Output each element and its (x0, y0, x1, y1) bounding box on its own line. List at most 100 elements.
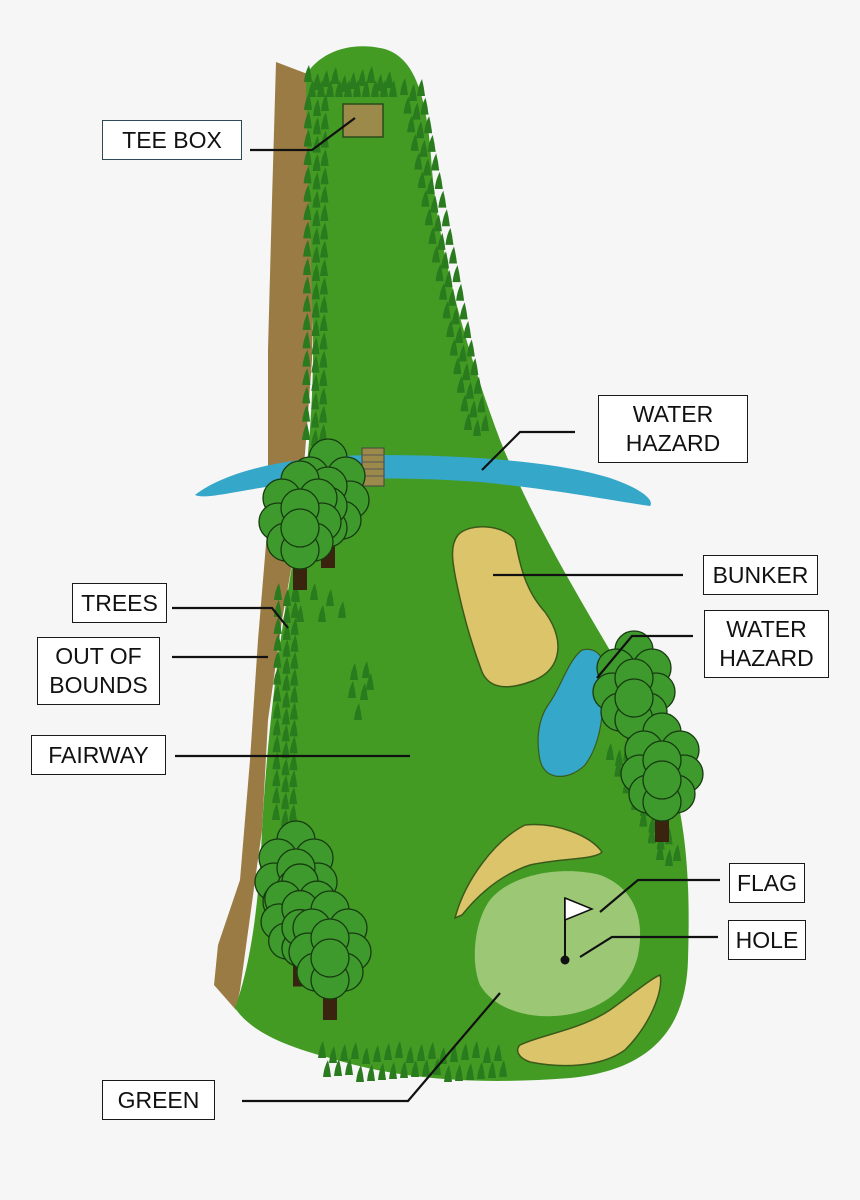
tree-tuft (302, 368, 311, 385)
tree-tuft (445, 227, 454, 245)
tree-tuft (272, 752, 281, 770)
tree-tuft (466, 339, 475, 357)
tree-tuft (428, 226, 437, 244)
tree-tuft (304, 93, 312, 110)
tree-tuft (453, 357, 462, 375)
tree-tuft (351, 1042, 359, 1059)
tree-tuft (289, 770, 298, 788)
tree-tuft (303, 203, 312, 220)
tree-tuft (303, 184, 312, 202)
tree-tuft (273, 650, 282, 668)
tree-tuft (323, 1060, 331, 1077)
tree-tuft (274, 583, 282, 600)
tree-tuft (406, 1046, 414, 1063)
tree-tuft (322, 70, 330, 87)
tree-tuft (289, 804, 297, 821)
tree-tuft (312, 264, 320, 281)
large-tree (620, 712, 704, 842)
tree-tuft (272, 735, 281, 753)
tree-tuft (481, 414, 489, 431)
tree-tuft (289, 736, 298, 754)
tree-tuft (455, 1064, 463, 1081)
tree-tuft (385, 71, 393, 88)
tree-tuft (312, 190, 321, 208)
tree-tuft (282, 656, 291, 674)
tree-tuft (466, 1063, 474, 1080)
tree-tuft (424, 116, 433, 134)
tree-tuft (281, 707, 290, 725)
tree-tuft (460, 394, 469, 412)
label-tee-box: TEE BOX (102, 120, 242, 160)
tree-tuft (400, 1061, 408, 1078)
tree-tuft (450, 1045, 458, 1062)
tree-tuft (272, 769, 281, 787)
tree-tuft (465, 381, 474, 399)
tree-tuft (282, 690, 291, 708)
tree-tuft (422, 1059, 430, 1076)
tree-tuft (452, 265, 461, 283)
tree-tuft (319, 277, 328, 295)
large-tree (288, 890, 372, 1020)
tree-tuft (424, 208, 433, 226)
tree-tuft (441, 251, 449, 269)
tree-tuft (319, 424, 327, 441)
hole-cup (560, 955, 570, 965)
bunker-upper (453, 823, 603, 920)
tree-tuft (499, 1060, 507, 1077)
tree-tuft (317, 80, 325, 97)
tree-tuft (470, 358, 479, 376)
tree-tuft (444, 1065, 452, 1082)
tree-tuft (281, 809, 289, 826)
tree-tuft (319, 314, 328, 331)
label-green: GREEN (102, 1080, 215, 1120)
tree-tuft (319, 405, 328, 423)
tree-tuft (303, 239, 312, 257)
tree-tuft (303, 148, 312, 165)
tree-tuft (614, 759, 623, 777)
tree-tuft (319, 387, 328, 405)
tree-tuft (311, 355, 320, 373)
tree-tuft (311, 319, 320, 336)
tree-tuft (477, 395, 486, 413)
tree-tuft (439, 282, 448, 300)
tree-tuft (427, 134, 436, 152)
tree-tuft (320, 149, 329, 166)
label-fairway: FAIRWAY (31, 735, 166, 775)
tree-tuft (303, 166, 312, 184)
tree-tuft (281, 758, 290, 776)
tree-tuft (439, 1047, 447, 1064)
tree-tuft (367, 1064, 375, 1081)
tree-tuft (321, 94, 329, 111)
tree-tuft (289, 702, 298, 720)
tree-tuft (416, 121, 425, 139)
tree-tuft (366, 673, 374, 690)
tree-tuft (417, 1044, 425, 1061)
tree-tuft (477, 1062, 485, 1079)
tree-tuft (319, 369, 328, 386)
tree-tuft (446, 319, 455, 337)
tree-tuft (312, 245, 321, 263)
tree-tuft (281, 792, 290, 810)
bunker-lower (517, 974, 662, 1067)
tree-tuft (417, 171, 426, 189)
tree-tuft (449, 246, 457, 264)
tree-tuft (302, 294, 311, 312)
tree-tuft (311, 300, 320, 318)
tree-tuft (320, 222, 329, 240)
tree-tuft (319, 295, 328, 313)
tree-tuft (320, 204, 329, 221)
tree-tuft (494, 1044, 502, 1061)
tree-tuft (430, 195, 439, 213)
tree-tuft (302, 386, 311, 404)
tree-tuft (373, 1045, 381, 1062)
tree-tuft (273, 667, 282, 685)
tree-tuft (384, 1043, 392, 1060)
tree-tuft (311, 392, 320, 410)
tree-tuft (367, 66, 375, 83)
tree-tuft (281, 741, 290, 759)
tree-tuft (338, 601, 346, 618)
bunker-fairway (451, 526, 559, 688)
tree-tuft (434, 172, 443, 190)
tree-tuft (272, 718, 281, 736)
tree-tuft (311, 282, 320, 300)
